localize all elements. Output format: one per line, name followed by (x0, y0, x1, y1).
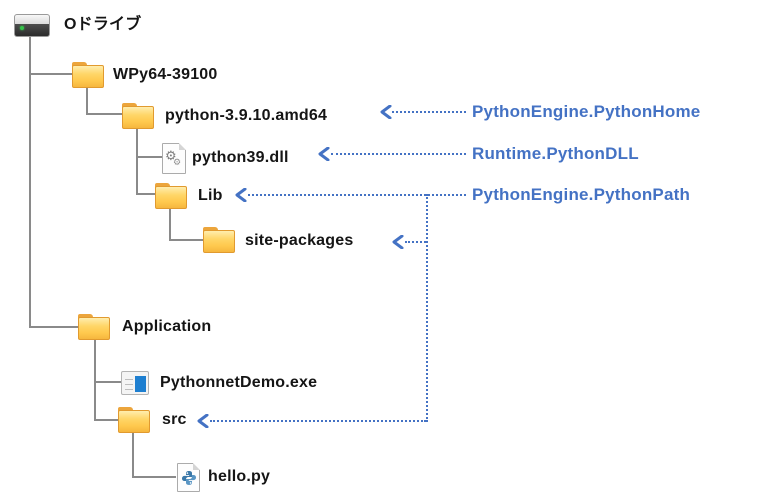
connector-python-dll (331, 153, 466, 155)
tree-branch-line (29, 326, 78, 328)
drive-icon (14, 14, 50, 37)
connector-src (210, 420, 426, 422)
tree-branch-line (169, 209, 171, 241)
tree-node-exe: PythonnetDemo.exe (160, 374, 318, 391)
tree-node-o-drive: Oドライブ (64, 16, 142, 33)
annotation-python-home: PythonEngine.PythonHome (472, 102, 701, 121)
annotation-python-path: PythonEngine.PythonPath (472, 185, 691, 204)
arrow-left-icon (235, 188, 247, 202)
connector-python-path (248, 194, 466, 196)
tree-branch-line (136, 129, 138, 195)
tree-branch-line (136, 193, 155, 195)
tree-branch-line (94, 419, 118, 421)
tree-trunk-line (29, 37, 31, 328)
drive-led (20, 26, 24, 30)
folder-icon (118, 407, 150, 433)
arrow-left-icon (380, 105, 392, 119)
tree-branch-line (86, 88, 88, 115)
tree-node-site-packages: site-packages (245, 232, 354, 249)
tree-branch-line (94, 340, 96, 421)
tree-branch-line (132, 433, 134, 478)
exe-file-icon (121, 371, 149, 395)
tree-branch-line (94, 381, 121, 383)
folder-icon (203, 227, 235, 253)
arrow-left-icon (197, 414, 209, 428)
tree-node-lib: Lib (198, 187, 223, 204)
tree-node-application: Application (122, 318, 212, 335)
tree-node-wpy64: WPy64-39100 (113, 66, 218, 83)
python-logo-icon (182, 471, 196, 485)
tree-node-src: src (162, 411, 187, 428)
connector-python-home (392, 111, 466, 113)
tree-branch-line (29, 73, 72, 75)
arrow-left-icon (318, 147, 330, 161)
tree-branch-line (169, 239, 203, 241)
tree-branch-line (136, 156, 162, 158)
tree-node-python-dll: python39.dll (192, 149, 289, 166)
folder-icon (155, 183, 187, 209)
dll-file-icon: ⚙⚙ (162, 143, 186, 174)
folder-icon (78, 314, 110, 340)
folder-icon (122, 103, 154, 129)
connector-site-packages (405, 241, 426, 243)
arrow-left-icon (392, 235, 404, 249)
connector-python-path-vertical (426, 194, 428, 422)
annotation-python-dll: Runtime.PythonDLL (472, 144, 639, 163)
tree-branch-line (86, 113, 122, 115)
python-file-icon (177, 463, 200, 492)
folder-icon (72, 62, 104, 88)
tree-node-hello-py: hello.py (208, 468, 271, 485)
tree-branch-line (132, 476, 176, 478)
tree-node-python-dir: python-3.9.10.amd64 (165, 107, 328, 124)
